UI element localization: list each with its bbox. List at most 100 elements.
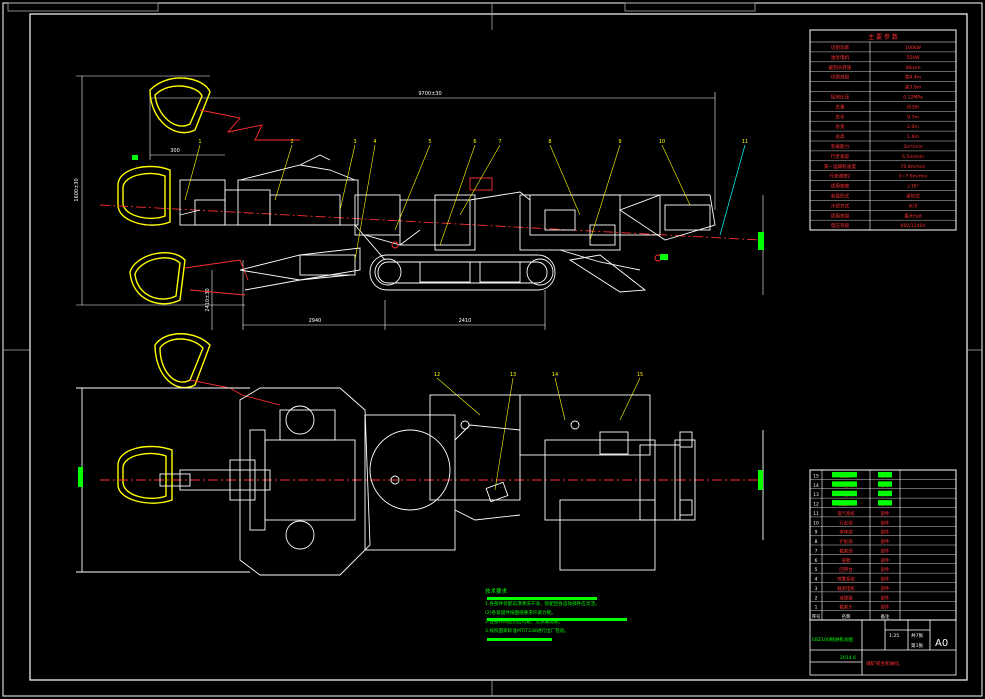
part-name: 电气系统 [837, 510, 855, 517]
green-markers-side [132, 155, 764, 260]
part-name: 截割部 [839, 547, 853, 554]
plan-view [76, 387, 764, 576]
param-value: 46rpm [905, 65, 921, 71]
part-note: 部件 [881, 576, 890, 583]
dim-300: 300 [170, 148, 180, 154]
param-name: 总高 [835, 133, 845, 140]
param-name: 总长 [835, 113, 845, 120]
part-note: 部件 [881, 519, 890, 526]
note-line: 3.按照国家标准MT/T238进行出厂检验。 [485, 627, 569, 634]
cutter-head-outlines [117, 77, 211, 504]
param-value: 约30t [907, 103, 919, 110]
title-line1: EBZ100掘进机总图 [812, 636, 853, 643]
dim-side: 2410±30 [205, 288, 211, 311]
title-scale: 1:25 [889, 633, 899, 639]
param-value: 最大f≤8 [904, 212, 922, 219]
technical-notes: 技术要求 1.各部件装配前须清洗干净，装配后各运动部件应灵活。 (2)各紧固件按… [485, 587, 627, 641]
inner-frame [29, 13, 968, 681]
param-name: 切割功率 [831, 44, 850, 51]
parts-header: 名称 [842, 613, 851, 620]
balloon-label: 5 [428, 139, 431, 145]
part-name: 减速器 [839, 594, 853, 601]
side-view: 9700±30 1600±30 2940 2410 300 2410±30 [74, 75, 764, 504]
param-value: 100kW [905, 45, 921, 51]
param-name: 切割范围 [831, 74, 850, 81]
param-name: 电压等级 [831, 222, 850, 229]
balloon-label: 10 [659, 139, 665, 145]
param-value: 宽4.4m [905, 74, 922, 81]
params-table-title: 主 要 参 数 [868, 33, 898, 41]
balloon-label: 4 [373, 139, 376, 145]
note-line: (2)各紧固件按图纸要求拧紧力矩。 [485, 609, 556, 616]
balloon-label: 1 [198, 139, 201, 145]
balloon-label: 3 [353, 139, 356, 145]
param-name: 装载形式 [831, 193, 850, 200]
balloon-label: 2 [290, 139, 293, 145]
balloon-label: 15 [637, 372, 643, 378]
param-value: 高3.8m [905, 84, 922, 91]
balloon-label: 6 [473, 139, 476, 145]
machine-body-side [179, 154, 716, 293]
part-number: 4 [815, 577, 818, 583]
part-number: 6 [815, 558, 818, 564]
title-sheets-total: 共7张 [911, 632, 924, 639]
part-number: 10 [813, 520, 819, 526]
cyan-leader [719, 144, 746, 236]
parts-header: 备注 [881, 613, 890, 620]
part-number: 13 [813, 492, 819, 498]
param-name: 总重 [835, 103, 845, 110]
param-name: 接地比压 [831, 94, 850, 101]
balloon-label: 7 [498, 139, 501, 145]
part-number: 5 [815, 567, 818, 573]
parts-table: 15后支撑部件14第二运输机部件13第一运输机部件12液压系统部件11电气系统部… [809, 469, 957, 621]
part-note: 部件 [881, 510, 890, 517]
part-note: 部件 [881, 557, 890, 564]
dim-right: 2410 [459, 318, 472, 324]
part-note: 部件 [881, 538, 890, 545]
parts-header: 序号 [812, 613, 821, 620]
param-name: 装载能力 [831, 143, 850, 150]
param-value: 水冷 [908, 202, 918, 209]
part-number: 7 [815, 548, 818, 554]
param-value: 3~7.6m/min [899, 174, 928, 180]
param-value: 6.5m/min [902, 154, 924, 160]
param-value: 2.0m [907, 124, 919, 130]
title-block [809, 619, 957, 676]
part-note: 部件 [881, 594, 890, 601]
part-name: 行走部 [839, 519, 853, 526]
param-value: 3m³/min [903, 144, 923, 150]
param-value: 0.12MPa [903, 95, 923, 101]
param-value: 55kW [906, 55, 920, 61]
param-value: 660/1140V [900, 223, 926, 229]
param-name: 第一运输机速度 [824, 163, 857, 170]
balloon-label: 11 [742, 139, 748, 145]
balloon-label: 9 [618, 139, 621, 145]
note-line: 2.各部件间密封应可靠，无渗漏现象。 [485, 618, 563, 625]
part-number: 3 [815, 586, 818, 592]
dim-height-total: 1600±30 [74, 178, 80, 201]
note-line: 1.各部件装配前须清洗干净，装配后各运动部件应灵活。 [485, 600, 600, 607]
dim-left: 2940 [309, 318, 322, 324]
balloon-leaders [184, 144, 691, 491]
balloon-label: 14 [552, 372, 558, 378]
part-name: 本体部 [839, 529, 853, 536]
part-number: 2 [815, 595, 818, 601]
part-name: 喷雾系统 [837, 576, 855, 583]
green-markers-plan [78, 467, 763, 490]
dim-overall-length: 9700±30 [418, 91, 441, 97]
title-sheet: 第1张 [911, 642, 924, 649]
part-number: 12 [813, 502, 819, 508]
param-name: 适用范围 [831, 212, 850, 219]
param-value: 1.6m [907, 134, 919, 140]
part-number: 9 [815, 530, 818, 536]
title-format: A0 [935, 638, 948, 649]
param-name: 行走速度 [831, 153, 850, 160]
balloon-label: 13 [510, 372, 516, 378]
param-value: 星轮式 [906, 193, 920, 200]
part-note: 部件 [881, 585, 890, 592]
param-name: 适用坡度 [831, 183, 850, 190]
part-number: 8 [815, 539, 818, 545]
balloon-label: 12 [434, 372, 440, 378]
